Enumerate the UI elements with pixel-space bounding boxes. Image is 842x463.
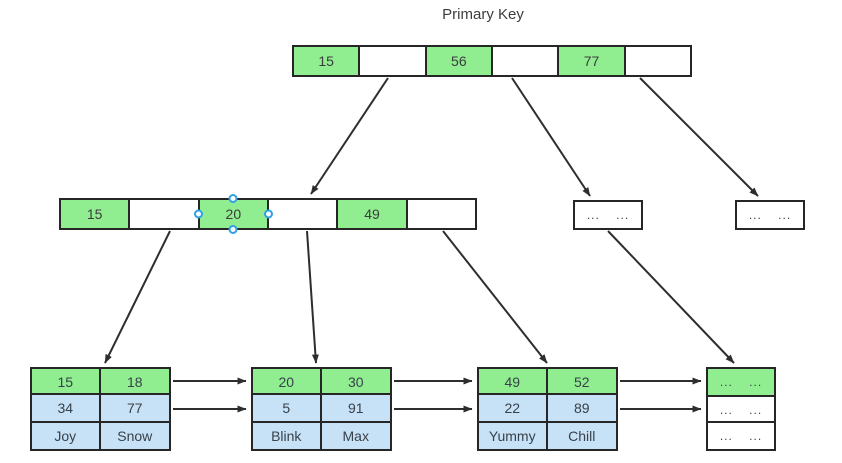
arrow-ellipsis-to-leaf-4[interactable] <box>607 230 735 364</box>
root-node: 15 56 77 <box>292 45 692 77</box>
leaf1-data-cell[interactable]: Snow <box>98 421 171 451</box>
leaf-node-1: 15 18 34 77 Joy Snow <box>30 367 171 451</box>
selection-handle-left[interactable] <box>193 209 203 219</box>
internal-ellipsis-node-1[interactable]: ... ... <box>573 200 643 230</box>
arrow-internal-to-leaf-2[interactable] <box>306 230 319 364</box>
arrow-root-to-ellipsis-2[interactable] <box>639 77 759 197</box>
root-pointer-cell-1[interactable] <box>358 45 427 77</box>
leaf-node-4: ... ... ... ... ... ... <box>706 367 776 451</box>
internal-pointer-cell-1[interactable] <box>128 198 200 230</box>
leaf4-key-cell[interactable]: ... ... <box>706 367 776 397</box>
leaf1-data-cell[interactable]: Joy <box>30 421 101 451</box>
leaf1-data-cell[interactable]: 34 <box>30 393 101 423</box>
internal-key-cell-20-selected[interactable]: 20 <box>193 194 273 234</box>
arrow-root-to-ellipsis-1[interactable] <box>511 77 591 197</box>
arrow-root-to-internal[interactable] <box>310 77 389 195</box>
selection-handle-top[interactable] <box>228 194 238 203</box>
root-key-cell-56[interactable]: 56 <box>424 45 493 77</box>
internal-key-cell-49[interactable]: 49 <box>336 198 408 230</box>
leaf2-data-cell[interactable]: 5 <box>251 393 322 423</box>
leaf-node-3: 49 52 22 89 Yummy Chill <box>477 367 618 451</box>
leaf2-data-cell[interactable]: Blink <box>251 421 322 451</box>
root-key-cell-77[interactable]: 77 <box>557 45 626 77</box>
internal-pointer-cell-2[interactable] <box>266 198 339 230</box>
internal-ellipsis-node-2[interactable]: ... ... <box>735 200 805 230</box>
selection-handle-right[interactable] <box>263 209 273 219</box>
leaf-node-2: 20 30 5 91 Blink Max <box>251 367 392 451</box>
internal-node: 15 20 49 <box>59 194 477 234</box>
internal-key-cell-15[interactable]: 15 <box>59 198 131 230</box>
leaf2-data-cell[interactable]: Max <box>319 421 392 451</box>
root-key-cell-15[interactable]: 15 <box>292 45 361 77</box>
diagram-title[interactable]: Primary Key <box>442 6 524 23</box>
leaf3-data-cell[interactable]: 22 <box>477 393 548 423</box>
leaf4-data-cell[interactable]: ... ... <box>706 395 776 425</box>
leaf1-data-cell[interactable]: 77 <box>98 393 171 423</box>
internal-pointer-cell-3[interactable] <box>405 198 477 230</box>
internal-key-cell-20-label: 20 <box>225 206 242 222</box>
arrow-internal-to-leaf-3[interactable] <box>442 230 548 364</box>
leaf3-data-cell[interactable]: Yummy <box>477 421 548 451</box>
arrow-internal-to-leaf-1[interactable] <box>104 230 171 364</box>
root-pointer-cell-2[interactable] <box>490 45 560 77</box>
leaf4-data-cell[interactable]: ... ... <box>706 421 776 451</box>
selection-handle-bottom[interactable] <box>228 225 238 234</box>
leaf2-data-cell[interactable]: 91 <box>319 393 392 423</box>
leaf3-data-cell[interactable]: Chill <box>545 421 618 451</box>
leaf3-data-cell[interactable]: 89 <box>545 393 618 423</box>
root-pointer-cell-3[interactable] <box>623 45 692 77</box>
